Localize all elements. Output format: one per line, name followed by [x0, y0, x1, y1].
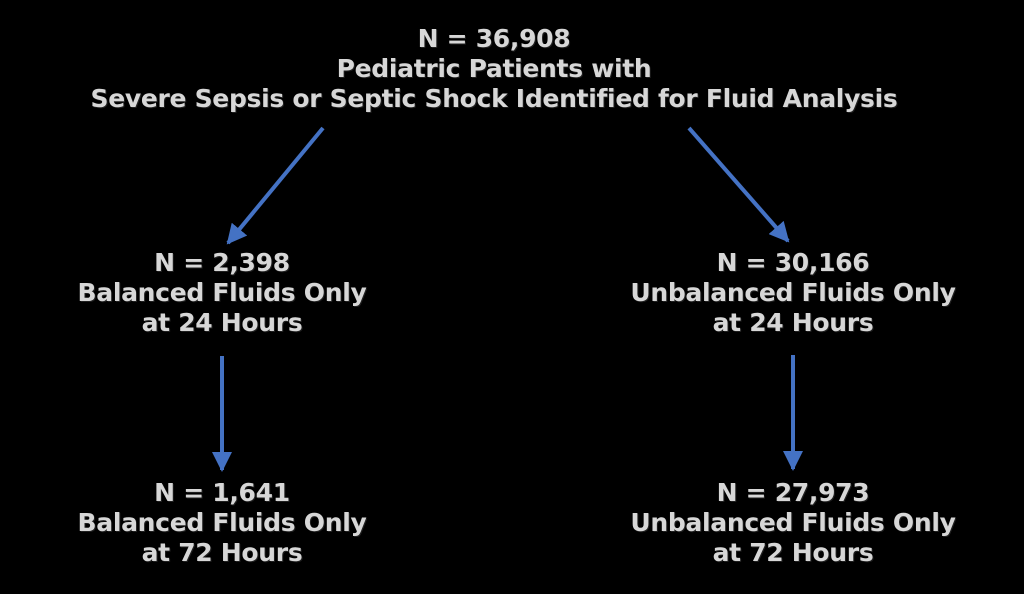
- node-label: Balanced Fluids Only: [77, 278, 367, 307]
- node-label: Unbalanced Fluids Only: [630, 508, 956, 537]
- node-timepoint: at 72 Hours: [141, 538, 303, 567]
- node-n-value: N = 1,641: [154, 478, 290, 507]
- arrow-root-to-balanced-24h: [226, 126, 325, 245]
- root-description-line2: Severe Sepsis or Septic Shock Identified…: [90, 84, 898, 113]
- node-label: Balanced Fluids Only: [77, 508, 367, 537]
- node-n-value: N = 2,398: [154, 248, 290, 277]
- node-timepoint: at 24 Hours: [141, 308, 303, 337]
- root-n-value: N = 36,908: [417, 24, 571, 53]
- node-label: Unbalanced Fluids Only: [630, 278, 956, 307]
- node-balanced-72h: N = 1,641 Balanced Fluids Only at 72 Hou…: [22, 478, 422, 568]
- node-balanced-24h: N = 2,398 Balanced Fluids Only at 24 Hou…: [22, 248, 422, 338]
- node-n-value: N = 27,973: [716, 478, 870, 507]
- node-n-value: N = 30,166: [716, 248, 870, 277]
- root-description-line1: Pediatric Patients with: [336, 54, 652, 83]
- node-unbalanced-24h: N = 30,166 Unbalanced Fluids Only at 24 …: [593, 248, 993, 338]
- node-timepoint: at 24 Hours: [712, 308, 874, 337]
- root-node: N = 36,908 Pediatric Patients with Sever…: [0, 24, 1006, 114]
- node-unbalanced-72h: N = 27,973 Unbalanced Fluids Only at 72 …: [593, 478, 993, 568]
- arrow-root-to-unbalanced-24h: [687, 126, 790, 243]
- node-timepoint: at 72 Hours: [712, 538, 874, 567]
